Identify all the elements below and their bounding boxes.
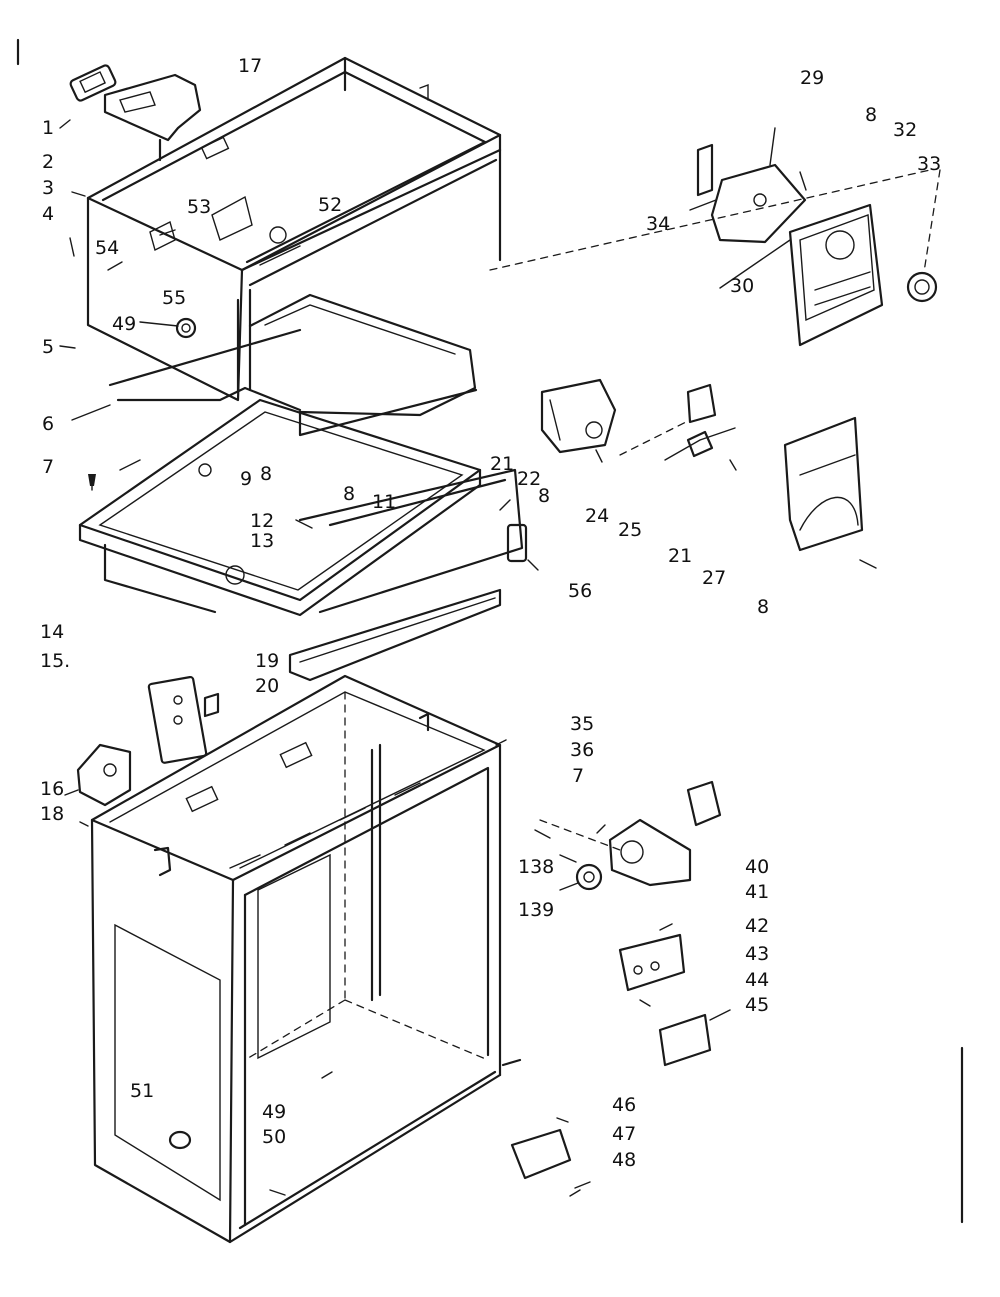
side-pin (168, 1130, 192, 1150)
part-label: 52 (318, 194, 342, 216)
part-label: 4 (42, 203, 54, 225)
screw-marks (69, 171, 877, 1197)
part-label: 54 (95, 237, 119, 259)
knob-part (175, 317, 197, 339)
part-label: 7 (572, 765, 584, 787)
control-housing (575, 780, 722, 891)
part-label: 9 (240, 468, 252, 490)
part-label: 8 (865, 104, 877, 126)
part-label: 8 (538, 485, 550, 507)
part-label: 35 (570, 713, 594, 735)
part-label: 44 (745, 969, 769, 991)
part-label: 21 (668, 545, 692, 567)
leader-lines (59, 119, 941, 1189)
part-label: 8 (343, 483, 355, 505)
bottom-bracket (510, 1128, 572, 1180)
part-label: 51 (130, 1080, 154, 1102)
lower-hinge-assembly (76, 675, 220, 807)
part-label: 19 (255, 650, 279, 672)
part-label: 45 (745, 994, 769, 1016)
part-label: 17 (238, 55, 262, 77)
part-label: 5 (42, 336, 54, 358)
part-label: 13 (250, 530, 274, 552)
part-label: 49 (262, 1101, 286, 1123)
part-label: 48 (612, 1149, 636, 1171)
part-label: 3 (42, 177, 54, 199)
tray-rails (288, 468, 528, 682)
part-label: 33 (917, 153, 941, 175)
burner-tray (108, 293, 478, 437)
part-label: 7 (42, 456, 54, 478)
part-label: 41 (745, 881, 769, 903)
broiler-tray (78, 398, 482, 617)
lower-cabinet-shell (90, 674, 522, 1244)
part-label: 20 (255, 675, 279, 697)
part-label: 32 (893, 119, 917, 141)
part-label: 15. (40, 650, 70, 672)
valve-assembly (540, 378, 617, 454)
part-label: 43 (745, 943, 769, 965)
part-label: 139 (518, 899, 554, 921)
part-label: 25 (618, 519, 642, 541)
part-label: 49 (112, 313, 136, 335)
part-label: 12 (250, 510, 274, 532)
part-label: 42 (745, 915, 769, 937)
part-label: 6 (42, 413, 54, 435)
part-number-labels: 1 2 3 4 5 6 7 8 8 8 8 8 9 11 12 13 14 15… (40, 55, 941, 1171)
igniter-bracket (664, 383, 736, 461)
part-label: 1 (42, 117, 54, 139)
part-label: 8 (260, 463, 272, 485)
heat-shield (783, 416, 864, 552)
part-label: 46 (612, 1094, 636, 1116)
part-label: 8 (757, 596, 769, 618)
part-label: 53 (187, 196, 211, 218)
top-cabinet-shell (86, 56, 502, 402)
switch-block (618, 933, 712, 1067)
part-label: 36 (570, 739, 594, 761)
part-label: 34 (646, 213, 670, 235)
part-label: 138 (518, 856, 554, 878)
part-label: 50 (262, 1126, 286, 1148)
part-label: 29 (800, 67, 824, 89)
part-label: 22 (517, 468, 541, 490)
part-label: 2 (42, 151, 54, 173)
part-label: 16 (40, 778, 64, 800)
part-label: 40 (745, 856, 769, 878)
part-label: 30 (730, 275, 754, 297)
rear-control-parts (696, 143, 938, 347)
part-label: 47 (612, 1123, 636, 1145)
part-label: 24 (585, 505, 609, 527)
part-label: 27 (702, 567, 726, 589)
part-label: 21 (490, 453, 514, 475)
part-label: 14 (40, 621, 64, 643)
part-label: 56 (568, 580, 592, 602)
part-label: 18 (40, 803, 64, 825)
part-label: 55 (162, 287, 186, 309)
part-label: 11 (372, 491, 396, 513)
hinge-bracket-top (69, 64, 202, 162)
